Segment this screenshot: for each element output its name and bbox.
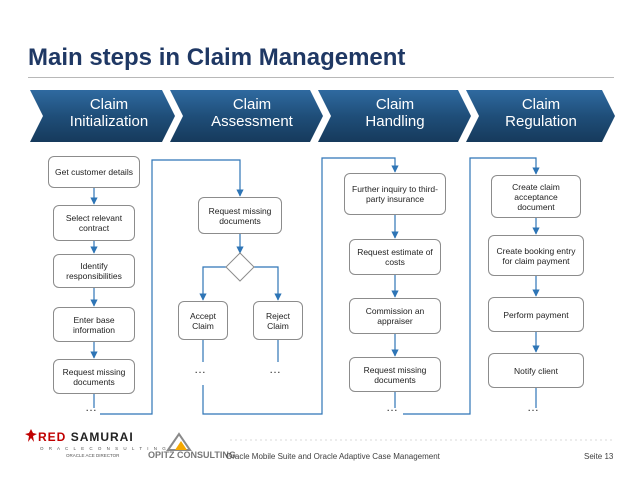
- phase-chevron-assessment: [170, 90, 323, 142]
- step-notify-client: Notify client: [488, 353, 584, 388]
- step-enter-base-information: Enter base information: [53, 307, 135, 342]
- decision-gateway: [225, 252, 255, 282]
- step-create-booking-entry: Create booking entry for claim payment: [488, 235, 584, 276]
- page-number: Seite 13: [584, 452, 614, 461]
- logo-word-red: RED: [38, 430, 67, 444]
- slide-title: Main steps in Claim Management: [28, 44, 406, 71]
- continuation-ellipsis: …: [386, 400, 399, 414]
- samurai-figure-icon: [25, 429, 37, 442]
- continuation-ellipsis: …: [194, 362, 207, 376]
- step-further-inquiry: Further inquiry to third-party insurance: [344, 173, 446, 215]
- title-divider: [28, 77, 614, 78]
- step-identify-responsibilities: Identify responsibilities: [53, 254, 135, 288]
- step-request-missing-documents-init: Request missing documents: [53, 359, 135, 394]
- continuation-ellipsis: …: [269, 362, 282, 376]
- step-create-acceptance-document: Create claim acceptance document: [491, 175, 581, 218]
- opitz-logo-text: OPITZ CONSULTING: [148, 450, 236, 460]
- opitz-mark-icon: [166, 432, 192, 451]
- continuation-ellipsis: …: [85, 400, 98, 414]
- step-request-estimate: Request estimate of costs: [349, 239, 441, 275]
- step-accept-claim: Accept Claim: [178, 301, 228, 340]
- step-select-relevant-contract: Select relevant contract: [53, 205, 135, 241]
- continuation-ellipsis: …: [527, 400, 540, 414]
- step-request-missing-documents-assess: Request missing documents: [198, 197, 282, 234]
- phase-chevron-regulation: [466, 90, 615, 142]
- step-get-customer-details: Get customer details: [48, 156, 140, 188]
- step-reject-claim: Reject Claim: [253, 301, 303, 340]
- step-commission-appraiser: Commission an appraiser: [349, 298, 441, 334]
- step-perform-payment: Perform payment: [488, 297, 584, 332]
- step-request-missing-documents-handling: Request missing documents: [349, 357, 441, 392]
- logo-word-samurai: SAMURAI: [70, 430, 134, 444]
- footer-text: Oracle Mobile Suite and Oracle Adaptive …: [226, 452, 440, 461]
- logo-subtitle: O R A C L E C O N S U L T I N G: [40, 446, 168, 451]
- logo-ace-director: ORACLE ACE DIRECTOR: [66, 453, 120, 458]
- phase-chevron-handling: [318, 90, 471, 142]
- phase-chevron-initialization: [30, 90, 175, 142]
